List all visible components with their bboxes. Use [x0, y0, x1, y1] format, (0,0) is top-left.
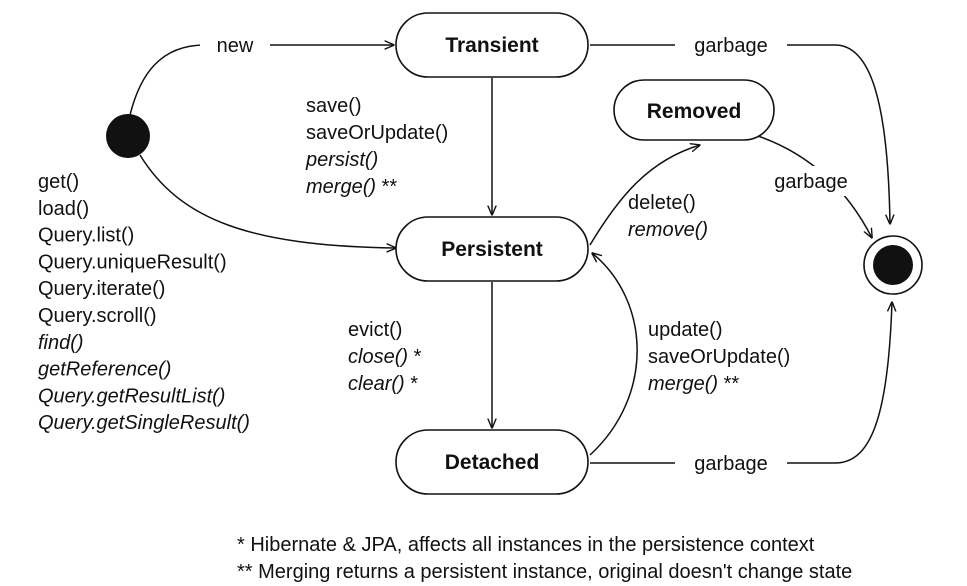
- state-transient: Transient: [395, 12, 589, 78]
- label-line: remove(): [628, 219, 708, 241]
- label-garbage-detached-text: garbage: [694, 453, 767, 475]
- final-state-node: [863, 235, 923, 295]
- edge-detached-to-final: [590, 302, 892, 464]
- label-garbage-transient: garbage: [675, 30, 787, 60]
- state-transient-label: Transient: [445, 34, 538, 57]
- label-line: merge(): [648, 373, 718, 395]
- label-line: get(): [38, 171, 79, 193]
- label-transient-to-persistent: save() saveOrUpdate() persist() merge() **: [305, 95, 448, 198]
- state-removed: Removed: [613, 79, 775, 141]
- label-new-text: new: [217, 35, 254, 57]
- state-persistent: Persistent: [395, 216, 589, 282]
- label-to-detached: evict() close() *clear() *: [348, 319, 422, 395]
- label-to-removed: delete() remove(): [628, 192, 708, 241]
- edge-persistent-to-removed: [589, 145, 700, 246]
- label-line: merge(): [306, 176, 376, 198]
- label-line: Query.list(): [38, 225, 134, 247]
- label-line: clear(): [348, 373, 405, 395]
- label-line: Query.uniqueResult(): [38, 251, 227, 273]
- label-line: Query.getResultList(): [38, 385, 225, 407]
- label-line: saveOrUpdate(): [306, 122, 448, 144]
- label-new: new: [200, 30, 270, 60]
- label-garbage-removed-text: garbage: [774, 171, 847, 193]
- label-line: Query.scroll(): [38, 305, 157, 327]
- label-load-methods: get() load() Query.list() Query.uniqueResul…: [38, 171, 250, 434]
- footnote-2: ** Merging returns a persistent instance…: [237, 561, 852, 583]
- state-persistent-label: Persistent: [441, 238, 543, 261]
- label-line: Query.getSingleResult(): [38, 412, 250, 434]
- label-line-suffix: *: [405, 373, 419, 395]
- initial-state-node: [106, 114, 150, 158]
- label-line: evict(): [348, 319, 402, 341]
- edge-detached-to-persistent: [589, 253, 638, 456]
- label-detached-to-persistent: update() saveOrUpdate() merge() **: [648, 319, 790, 395]
- label-garbage-removed: garbage: [763, 166, 859, 196]
- label-line-suffix: **: [376, 176, 397, 198]
- label-line: saveOrUpdate(): [648, 346, 790, 368]
- state-removed-label: Removed: [647, 100, 742, 123]
- label-line: delete(): [628, 192, 696, 214]
- footnote-1: * Hibernate & JPA, affects all instances…: [237, 534, 815, 556]
- label-garbage-transient-text: garbage: [694, 35, 767, 57]
- state-detached-label: Detached: [445, 451, 540, 474]
- state-detached: Detached: [395, 429, 589, 495]
- edge-initial-to-persistent: [139, 154, 396, 248]
- label-line: persist(): [305, 149, 378, 171]
- label-line: close(): [348, 346, 408, 368]
- label-line-suffix: **: [718, 373, 739, 395]
- label-line: getReference(): [38, 359, 171, 381]
- edge-initial-to-transient: [129, 45, 394, 116]
- label-line: save(): [306, 95, 362, 117]
- label-line: find(): [38, 332, 84, 354]
- label-line: load(): [38, 198, 89, 220]
- label-line-suffix: *: [408, 346, 422, 368]
- label-garbage-detached: garbage: [675, 448, 787, 478]
- label-line: update(): [648, 319, 723, 341]
- edge-transient-to-final: [590, 44, 890, 224]
- label-line: Query.iterate(): [38, 278, 165, 300]
